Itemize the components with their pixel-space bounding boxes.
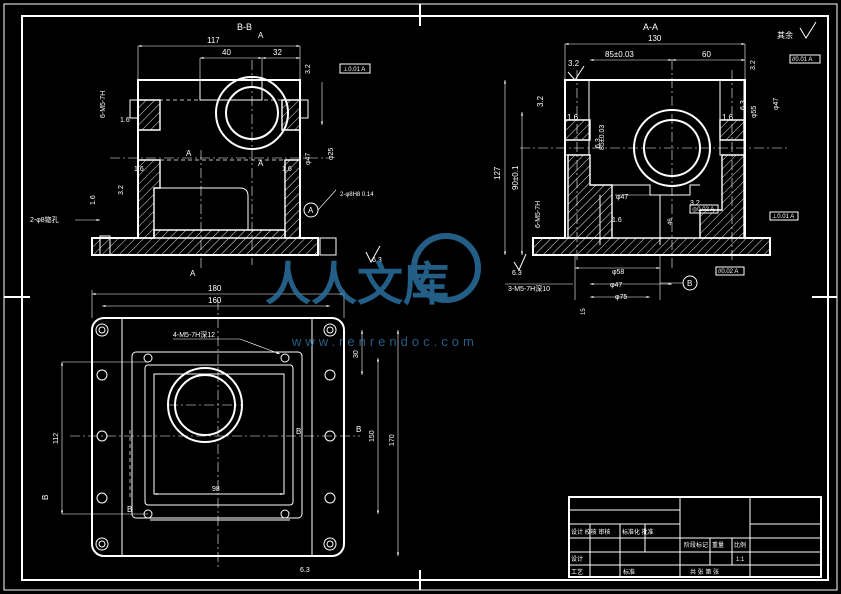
dim-130: 130 <box>648 34 662 43</box>
tb-std: 标准 <box>623 568 635 576</box>
tb-weight-hdr: 重量 <box>712 541 724 549</box>
tb-scale-val: 1:1 <box>736 557 745 563</box>
gdt-aa-1: ⊥0.01 A <box>772 213 794 220</box>
rough-aa-3: 1.6 <box>567 113 579 122</box>
rough-aa-5: 3.2 <box>750 60 757 70</box>
dim-40: 40 <box>222 48 231 57</box>
thread-label-bb: 6-M5-7H <box>100 91 107 118</box>
dim-32: 32 <box>273 48 282 57</box>
dim-160: 160 <box>208 296 222 305</box>
plan-mark-b-3: B <box>41 495 50 500</box>
rough-aa-6: 6.3 <box>595 138 602 148</box>
plan-rough: 6.3 <box>300 567 310 574</box>
gdt-aa-3: ◎0.02 A <box>692 207 714 213</box>
dim-90: 90±0.1 <box>511 165 520 190</box>
dim-127: 127 <box>493 166 502 180</box>
dim-98: 98 <box>212 486 220 493</box>
section-aa-label: A-A <box>643 22 658 32</box>
phi55-label: φ55 <box>751 106 758 118</box>
dim-60: 60 <box>702 50 711 59</box>
tol-bb: 2-φ8H8 0.14 <box>340 192 374 198</box>
section-bb-view: B-B A 117 40 32 <box>30 22 382 278</box>
rough-aa-9: 3.2 <box>690 200 700 207</box>
dim-30: 30 <box>353 350 360 358</box>
gdt-aa-2: //0.02 A <box>718 269 738 275</box>
rough-bb-1: 3.2 <box>305 64 312 74</box>
phi75-label: φ75 <box>615 294 627 301</box>
thread-3m5-label: 3-M5-7H深10 <box>508 284 550 293</box>
cut-a-right: A <box>258 159 264 168</box>
tb-name-hdr: 阶段标记 <box>684 541 708 549</box>
rough-aa-7: 6.3 <box>740 100 747 110</box>
phi25-label: φ25 <box>328 148 335 160</box>
thread-4m5-label: 4-M5-7H深12 <box>173 330 215 339</box>
plan-mark-b-2: B <box>127 505 132 514</box>
phi58-label: φ58 <box>612 269 624 276</box>
section-bb-bottom-a: A <box>190 269 196 278</box>
tb-design: 设计 <box>571 555 583 563</box>
section-bb-side-a: A <box>258 31 264 40</box>
section-aa-view: A-A 130 85±0.03 60 127 90±0.1 <box>493 21 821 315</box>
rough-bb-7: 6.3 <box>372 257 382 264</box>
phi47h-label: φ47 <box>610 282 622 289</box>
rough-aa-1: 3.2 <box>568 59 580 68</box>
watermark: 人人文库 www.renrendoc.com <box>265 233 481 349</box>
dim-46: 46 <box>668 218 674 225</box>
hole-label-bb: 2-φ8锪孔 <box>30 215 59 224</box>
thread-label-aa: 6-M5-7H <box>535 201 542 228</box>
gdt-aa-top: //0.01 A <box>792 57 812 63</box>
dim-112: 112 <box>53 433 60 444</box>
title-block: 设计 校核 审核 标准化 批准 阶段标记 重量 比例 1:1 共 张 第 张 设… <box>568 496 822 578</box>
gdt-bb: ⊥0.01 A <box>343 66 365 73</box>
dim-117: 117 <box>207 36 220 45</box>
tb-row1a: 设计 校核 审核 <box>571 528 610 536</box>
rough-bb-6: 3.2 <box>118 185 125 195</box>
dim-180: 180 <box>208 284 222 293</box>
phi47-label-bb: φ47 <box>305 153 312 165</box>
cut-a-left: A <box>186 149 192 158</box>
rough-bb-2: 1.6 <box>120 117 130 124</box>
rough-bb-3: 1.6 <box>134 166 144 173</box>
tb-sheet: 共 张 第 张 <box>690 568 719 576</box>
dim-170: 170 <box>389 434 396 446</box>
callout-b: B <box>687 279 692 288</box>
drawing-frame <box>3 3 838 591</box>
watermark-cn: 人人文库 <box>265 258 449 310</box>
rough-aa-10: 6.3 <box>512 270 522 277</box>
corner-note: 其余 <box>777 30 793 40</box>
callout-a: A <box>308 206 314 215</box>
plan-mark-b-4: B <box>296 427 301 436</box>
rough-aa-4: 1.6 <box>722 113 734 122</box>
phi42-label: φ47 <box>616 194 628 201</box>
rough-bb-5: 1.6 <box>90 195 97 205</box>
tb-craft: 工艺 <box>571 568 583 576</box>
section-bb-label: B-B <box>237 22 252 32</box>
plan-view: 180 160 4-M5-7H深12 30 150 170 112 98 B B… <box>41 284 400 574</box>
tb-row1b: 标准化 批准 <box>622 528 654 536</box>
plan-mark-b-1: B <box>356 425 361 434</box>
dim-85v: 85±0.03 <box>599 125 606 150</box>
dim-150: 150 <box>369 430 376 442</box>
tb-scale-hdr: 比例 <box>734 541 746 549</box>
rough-bb-4: 1.6 <box>282 166 292 173</box>
watermark-url: www.renrendoc.com <box>291 334 478 349</box>
rough-aa-2: 3.2 <box>536 95 545 107</box>
dim-15: 15 <box>581 308 587 315</box>
rough-aa-8: 1.6 <box>612 217 622 224</box>
phi47-label-aa: φ47 <box>773 98 780 110</box>
dim-85: 85±0.03 <box>605 50 634 59</box>
